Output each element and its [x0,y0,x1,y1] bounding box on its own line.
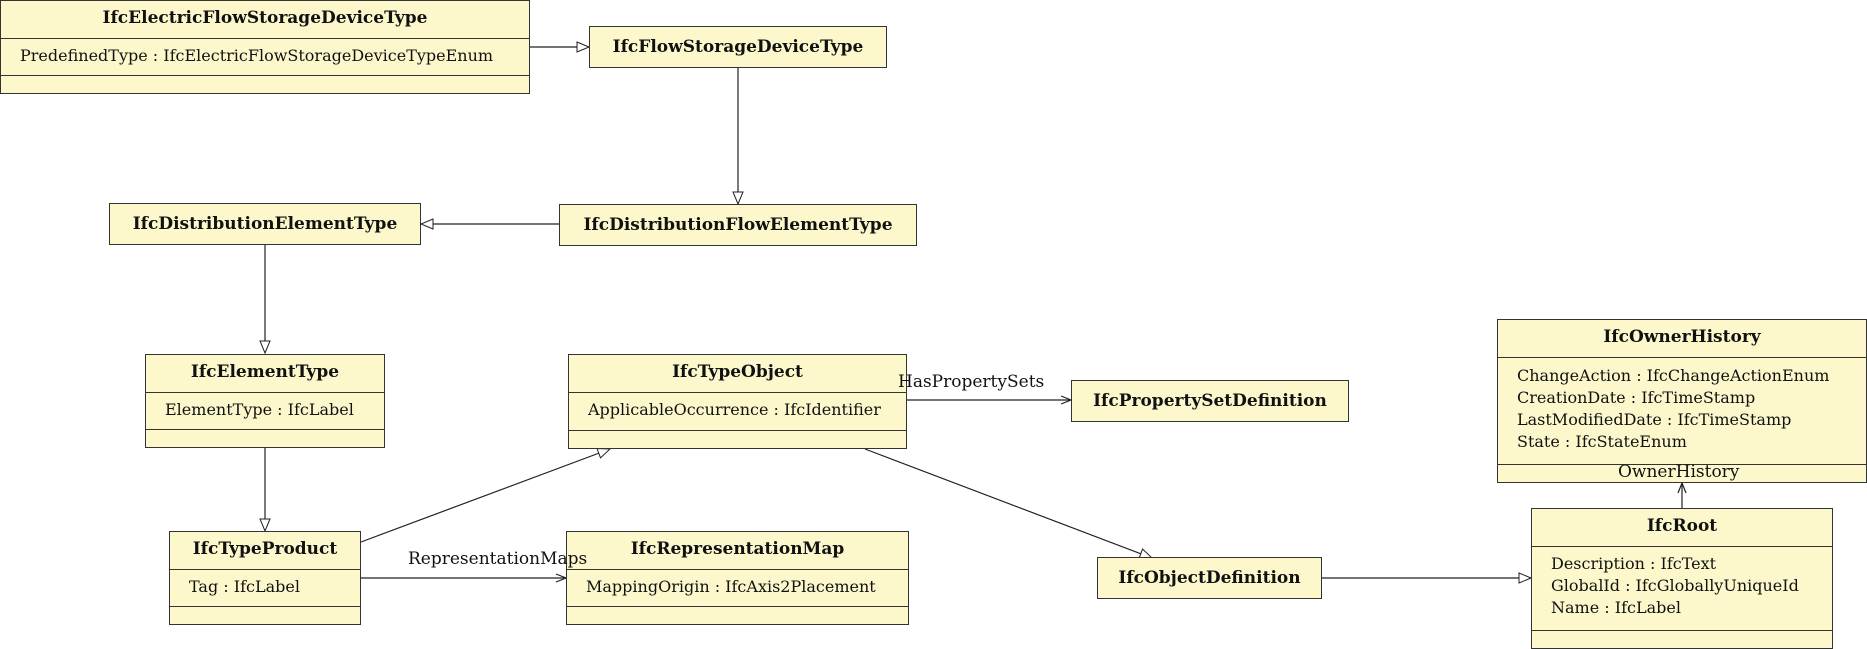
operations-section [1532,630,1832,648]
attribute-mapping-origin: MappingOrigin : IfcAxis2Placement [586,577,876,596]
attributes-section: ApplicableOccurrence : IfcIdentifier [569,392,906,430]
attribute-change-action: ChangeAction : IfcChangeActionEnum [1517,366,1830,385]
class-name: IfcRepresentationMap [630,539,845,559]
attribute-global-id: GlobalId : IfcGloballyUniqueId [1551,576,1799,595]
attributes-section: ChangeAction : IfcChangeActionEnum Creat… [1498,357,1866,464]
class-ifc-type-object: IfcTypeObject ApplicableOccurrence : Ifc… [568,354,907,449]
class-name: IfcElementType [190,362,340,382]
class-name: IfcRoot [1646,516,1718,536]
label-owner-history: OwnerHistory [1618,462,1740,482]
class-name: IfcDistributionFlowElementType [583,215,893,235]
attribute-description: Description : IfcText [1551,554,1717,573]
operations-section [146,429,384,447]
class-name: IfcOwnerHistory [1603,327,1761,347]
class-name: IfcObjectDefinition [1118,568,1301,588]
attributes-section: Description : IfcText GlobalId : IfcGlob… [1532,546,1832,630]
attributes-section: MappingOrigin : IfcAxis2Placement [567,569,908,606]
attribute-name: Name : IfcLabel [1551,598,1681,617]
attribute-predefined-type: PredefinedType : IfcElectricFlowStorageD… [20,46,494,65]
attribute-tag: Tag : IfcLabel [189,577,300,596]
class-ifc-property-set-definition: IfcPropertySetDefinition [1071,380,1349,422]
attributes-section: ElementType : IfcLabel [146,392,384,429]
class-name: IfcFlowStorageDeviceType [612,37,864,57]
operations-section [1498,464,1866,482]
label-has-property-sets: HasPropertySets [898,372,1045,392]
generalization-type-product-to-type-object [360,449,610,543]
operations-section [567,606,908,624]
attribute-last-modified-date: LastModifiedDate : IfcTimeStamp [1517,410,1792,429]
class-ifc-type-product: IfcTypeProduct Tag : IfcLabel [169,531,361,625]
class-ifc-representation-map: IfcRepresentationMap MappingOrigin : Ifc… [566,531,909,625]
operations-section [569,430,906,448]
class-name: IfcPropertySetDefinition [1093,391,1327,411]
attribute-state: State : IfcStateEnum [1517,432,1687,451]
class-name: IfcTypeProduct [192,539,338,559]
operations-section [170,606,360,624]
class-ifc-electric-flow-storage-device-type: IfcElectricFlowStorageDeviceType Predefi… [0,0,530,94]
class-ifc-root: IfcRoot Description : IfcText GlobalId :… [1531,508,1833,649]
label-representation-maps: RepresentationMaps [408,549,588,569]
class-name: IfcTypeObject [672,362,803,382]
attributes-section: PredefinedType : IfcElectricFlowStorageD… [1,38,529,75]
class-ifc-distribution-flow-element-type: IfcDistributionFlowElementType [559,204,917,246]
class-name: IfcElectricFlowStorageDeviceType [102,8,428,28]
attributes-section: Tag : IfcLabel [170,569,360,606]
class-ifc-owner-history: IfcOwnerHistory ChangeAction : IfcChange… [1497,319,1867,483]
attribute-applicable-occurrence: ApplicableOccurrence : IfcIdentifier [588,400,881,419]
attribute-element-type: ElementType : IfcLabel [165,400,354,419]
class-ifc-distribution-element-type: IfcDistributionElementType [109,203,421,245]
generalization-type-object-to-object-definition [864,448,1152,558]
operations-section [1,75,529,93]
class-name: IfcDistributionElementType [132,214,398,234]
attribute-creation-date: CreationDate : IfcTimeStamp [1517,388,1756,407]
class-ifc-object-definition: IfcObjectDefinition [1097,557,1322,599]
class-ifc-flow-storage-device-type: IfcFlowStorageDeviceType [589,26,887,68]
class-ifc-element-type: IfcElementType ElementType : IfcLabel [145,354,385,448]
